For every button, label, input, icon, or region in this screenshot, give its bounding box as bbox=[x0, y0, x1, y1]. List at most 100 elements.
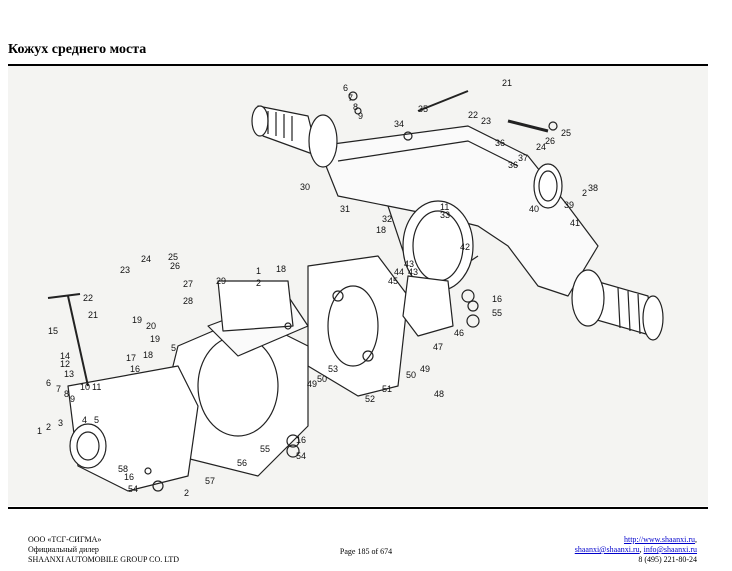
callout-57: 57 bbox=[205, 476, 215, 486]
callout-23-left: 23 bbox=[120, 265, 130, 275]
email-link-1[interactable]: shaanxi@shaanxi.ru bbox=[574, 545, 640, 554]
header-divider bbox=[8, 64, 708, 66]
callout-40: 40 bbox=[529, 204, 539, 214]
callout-5b: 5 bbox=[94, 415, 99, 425]
callout-19b: 19 bbox=[150, 334, 160, 344]
callout-14: 14 bbox=[60, 351, 70, 361]
callout-18b: 18 bbox=[276, 264, 286, 274]
callout-28: 28 bbox=[183, 296, 193, 306]
callout-36b: 36 bbox=[508, 160, 518, 170]
callout-53: 53 bbox=[328, 364, 338, 374]
callout-55: 55 bbox=[260, 444, 270, 454]
callout-4: 4 bbox=[82, 415, 87, 425]
callout-50: 50 bbox=[317, 374, 327, 384]
callout-56: 56 bbox=[237, 458, 247, 468]
callout-18: 18 bbox=[376, 225, 386, 235]
callout-22: 22 bbox=[468, 110, 478, 120]
callout-37: 37 bbox=[518, 153, 528, 163]
callout-25-left: 25 bbox=[168, 252, 178, 262]
website-suffix: , bbox=[695, 535, 697, 544]
callout-43b: 43 bbox=[408, 267, 418, 277]
shift-lever bbox=[47, 293, 89, 387]
callout-16: 16 bbox=[130, 364, 140, 374]
callout-13: 13 bbox=[64, 369, 74, 379]
bearing-cap bbox=[402, 275, 454, 337]
callout-35: 35 bbox=[418, 104, 428, 114]
footer-phone: 8 (495) 221-80-24 bbox=[638, 555, 697, 564]
callout-16b: 16 bbox=[124, 472, 134, 482]
callout-2b: 2 bbox=[256, 278, 261, 288]
top-cover bbox=[217, 280, 294, 332]
callout-52: 52 bbox=[365, 394, 375, 404]
callout-19: 19 bbox=[132, 315, 142, 325]
callout-41: 41 bbox=[570, 218, 580, 228]
page-title: Кожух среднего моста bbox=[8, 42, 147, 57]
callout-26: 26 bbox=[545, 136, 555, 146]
callout-21-left: 21 bbox=[88, 310, 98, 320]
callout-1: 1 bbox=[256, 266, 261, 276]
callout-6b: 6 bbox=[46, 378, 51, 388]
callout-43: 43 bbox=[404, 259, 414, 269]
email-separator: , bbox=[639, 545, 644, 554]
callout-20: 20 bbox=[146, 321, 156, 331]
callout-55b: 55 bbox=[492, 308, 502, 318]
callout-44: 44 bbox=[394, 267, 404, 277]
callout-49b: 49 bbox=[420, 364, 430, 374]
exploded-parts-diagram: 21 6 7 8 9 35 34 22 23 25 26 24 36 36 37… bbox=[8, 66, 708, 506]
diagram-svg: 21 6 7 8 9 35 34 22 23 25 26 24 36 36 37… bbox=[8, 66, 708, 506]
callout-1b: 1 bbox=[37, 426, 42, 436]
footer-website-line: http://www.shaanxi.ru, bbox=[575, 535, 697, 545]
hub-seal bbox=[533, 163, 563, 209]
callout-labels: 21 6 7 8 9 35 34 22 23 25 26 24 36 36 37… bbox=[37, 78, 598, 498]
callout-9: 9 bbox=[358, 111, 363, 121]
callout-27: 27 bbox=[183, 279, 193, 289]
callout-11: 11 bbox=[440, 202, 449, 212]
callout-17: 17 bbox=[126, 353, 136, 363]
callout-48: 48 bbox=[434, 389, 444, 399]
callout-3: 3 bbox=[58, 418, 63, 428]
callout-54b: 54 bbox=[296, 451, 306, 461]
footer-manufacturer: SHAANXI AUTOMOBILE GROUP CO. LTD bbox=[28, 555, 180, 564]
callout-47: 47 bbox=[433, 342, 443, 352]
callout-38: 38 bbox=[588, 183, 598, 193]
callout-31: 31 bbox=[340, 204, 350, 214]
callout-36: 36 bbox=[495, 138, 505, 148]
callout-46: 46 bbox=[454, 328, 464, 338]
callout-25: 25 bbox=[561, 128, 571, 138]
callout-51: 51 bbox=[382, 384, 392, 394]
callout-21: 21 bbox=[502, 78, 512, 88]
callout-24: 24 bbox=[536, 142, 546, 152]
callout-50b: 50 bbox=[406, 370, 416, 380]
right-spindle bbox=[571, 269, 664, 341]
callout-29: 29 bbox=[216, 276, 226, 286]
callout-15: 15 bbox=[48, 326, 58, 336]
front-housing bbox=[67, 365, 199, 492]
callout-8b: 8 bbox=[64, 389, 69, 399]
callout-11b: 11 bbox=[92, 382, 101, 392]
footer-page-info: Page 185 of 674 bbox=[339, 547, 393, 556]
callout-9b: 9 bbox=[70, 394, 75, 404]
footer-company-block: ООО «ТСГ-СИГМА» Официальный дилер SHAANX… bbox=[28, 535, 179, 565]
callout-45: 45 bbox=[388, 276, 398, 286]
email-link-2[interactable]: info@shaanxi.ru bbox=[643, 545, 697, 554]
callout-5: 5 bbox=[171, 343, 176, 353]
callout-10: 10 bbox=[80, 382, 90, 392]
top-shaft bbox=[417, 90, 549, 133]
callout-54: 54 bbox=[128, 484, 138, 494]
callout-7b: 7 bbox=[56, 384, 61, 394]
callout-2: 2 bbox=[582, 188, 587, 198]
callout-16c: 16 bbox=[296, 435, 306, 445]
callout-16d: 16 bbox=[492, 294, 502, 304]
callout-8: 8 bbox=[353, 102, 358, 112]
website-link[interactable]: http://www.shaanxi.ru bbox=[623, 535, 695, 544]
callout-58: 58 bbox=[118, 464, 128, 474]
callout-24-left: 24 bbox=[141, 254, 151, 264]
callout-2c: 2 bbox=[46, 422, 51, 432]
callout-7: 7 bbox=[348, 93, 353, 103]
callout-26-left: 26 bbox=[170, 261, 180, 271]
callout-12: 12 bbox=[60, 359, 70, 369]
footer-contacts-block: http://www.shaanxi.ru, shaanxi@shaanxi.r… bbox=[575, 535, 697, 565]
callout-22-left: 22 bbox=[83, 293, 93, 303]
footer-divider bbox=[8, 507, 708, 509]
callout-34: 34 bbox=[394, 119, 404, 129]
